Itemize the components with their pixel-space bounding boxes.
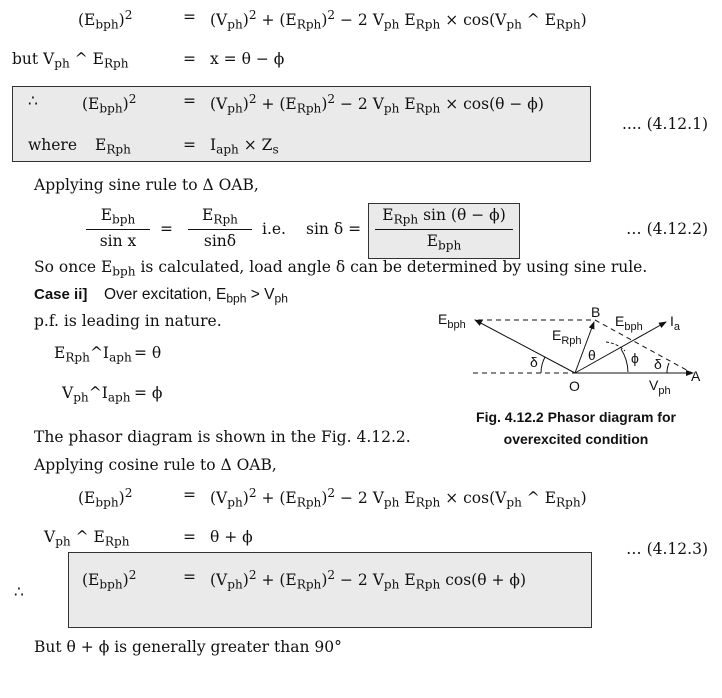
phi-arc xyxy=(620,348,629,373)
denominator: Ebph xyxy=(426,231,462,253)
case-label: Case ii] xyxy=(34,286,88,303)
equals: = xyxy=(160,220,173,238)
fraction-erph-sindelta: ERph sinδ xyxy=(188,206,252,250)
eq2-rhs: x = θ − ϕ xyxy=(210,50,285,68)
fraction-ebph-sinx: Ebph sin x xyxy=(86,206,150,250)
box2-rhs: (Vph)2 + (ERph)2 − 2 Vph ERph cos(θ + ϕ) xyxy=(210,568,527,592)
eq2-equals: = xyxy=(183,50,196,68)
sine-intro: Applying sine rule to Δ OAB, xyxy=(34,176,259,194)
eq1-equals: = xyxy=(183,8,196,26)
label-vph: Vph xyxy=(649,377,671,397)
label-delta-2: δ xyxy=(654,356,662,372)
eq4-equals: = xyxy=(183,528,196,546)
box1-equals: = xyxy=(183,92,196,110)
boxed-sine-fraction: ERph sin (θ − ϕ) Ebph xyxy=(368,203,520,259)
eq3-rhs: (Vph)2 + (ERph)2 − 2 Vph ERph × cos(Vph … xyxy=(210,486,587,510)
equation-number-3: … (4.12.3) xyxy=(626,540,708,558)
angle2-lhs: Vph^Iaph xyxy=(62,384,131,405)
label-phi: ϕ xyxy=(631,350,639,366)
eq3-lhs: (Ebph)2 xyxy=(78,486,133,510)
label-b: B xyxy=(591,304,600,320)
label-theta: θ xyxy=(588,347,596,363)
box2-lhs: (Ebph)2 xyxy=(82,568,137,592)
therefore-symbol: ∴ xyxy=(28,92,38,110)
case-text: Over excitation, Ebph > Vph xyxy=(104,286,288,306)
numerator: ERph sin (θ − ϕ) xyxy=(382,206,506,227)
box2-equals: = xyxy=(183,568,196,586)
label-a: A xyxy=(691,368,701,384)
label-erph: ERph xyxy=(552,327,582,347)
box1-lhs2: ERph xyxy=(95,136,131,157)
box1-rhs2: Iaph × Zs xyxy=(210,136,279,157)
ie-label: i.e. xyxy=(262,220,286,238)
angle2-rhs: = ϕ xyxy=(134,384,163,402)
label-ebph-left: Ebph xyxy=(438,311,466,331)
pf-text: p.f. is leading in nature. xyxy=(34,312,222,330)
eq4-rhs: θ + ϕ xyxy=(210,528,253,546)
label-ia: Ia xyxy=(670,313,681,333)
dashed-ebph-ba xyxy=(594,319,693,374)
cosine-intro: Applying cosine rule to Δ OAB, xyxy=(34,456,277,474)
figure-caption-line2: overexcited condition xyxy=(504,431,649,447)
box1-rhs: (Vph)2 + (ERph)2 − 2 Vph ERph × cos(θ − … xyxy=(210,92,544,116)
where-label: where xyxy=(28,136,78,154)
equation-number: .... (4.12.1) xyxy=(621,115,708,133)
equation-number: … (4.12.2) xyxy=(626,220,708,238)
label-delta-1: δ xyxy=(530,354,538,370)
boxed-equation-1 xyxy=(12,86,591,162)
box1-equals2: = xyxy=(183,136,196,154)
eq1-rhs: (Vph)2 + (ERph)2 − 2 Vph ERph × cos(Vph … xyxy=(210,8,587,32)
theta-arc xyxy=(605,341,626,352)
phasor-text: The phasor diagram is shown in the Fig. … xyxy=(34,428,411,446)
eq2-lhs: but Vph ^ ERph xyxy=(12,50,129,71)
denominator: sinδ xyxy=(203,231,237,250)
angle1-rhs: = θ xyxy=(134,344,162,362)
closing-text: But θ + ϕ is generally greater than 90° xyxy=(34,638,342,656)
therefore-symbol-2: ∴ xyxy=(14,583,24,601)
sin-delta-label: sin δ = xyxy=(306,220,362,238)
erph-phasor xyxy=(574,321,595,374)
label-o: O xyxy=(569,378,580,394)
eq4-lhs: Vph ^ ERph xyxy=(44,528,130,549)
so-once-text: So once Ebph is calculated, load angle δ… xyxy=(34,258,648,279)
ebph-phasor xyxy=(474,319,576,374)
eq1-lhs: (Ebph)2 xyxy=(78,8,133,32)
boxed-equation-3 xyxy=(68,552,592,628)
figure-caption-line1: Fig. 4.12.2 Phasor diagram for xyxy=(476,409,677,425)
phasor-diagram: Ebph B Ebph Ia ERph θ ϕ δ δ O A Vph Fig.… xyxy=(438,304,701,447)
angle1-lhs: ERph^Iaph xyxy=(54,344,132,365)
denominator: sin x xyxy=(99,231,137,250)
box1-lhs: (Ebph)2 xyxy=(82,92,137,116)
label-ebph-mid: Ebph xyxy=(615,313,643,333)
numerator: ERph xyxy=(202,206,238,227)
eq3-equals: = xyxy=(183,486,196,504)
numerator: Ebph xyxy=(100,206,136,227)
delta-arc-2 xyxy=(666,362,670,374)
delta-arc xyxy=(540,356,546,374)
